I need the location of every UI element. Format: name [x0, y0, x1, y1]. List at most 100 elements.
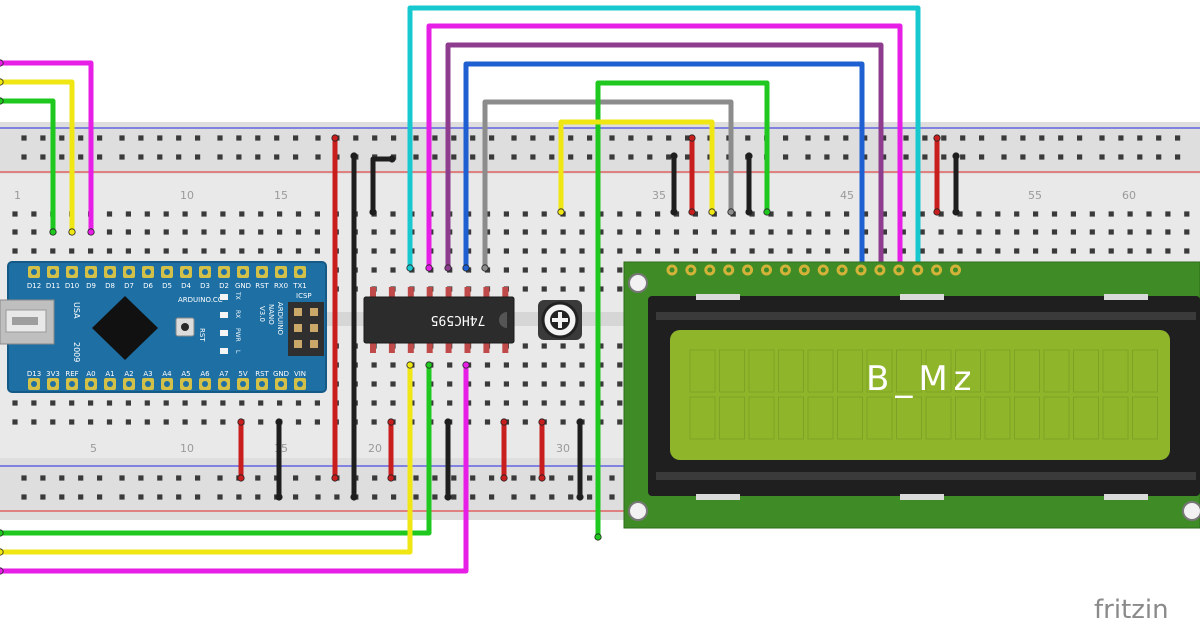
pin-label: D13	[27, 370, 41, 378]
breadboard-hole	[541, 267, 547, 273]
breadboard-hole	[451, 135, 457, 141]
breadboard-hole	[59, 135, 65, 141]
breadboard-hole	[862, 248, 869, 254]
potentiometer[interactable]	[538, 300, 582, 340]
arduino-nano[interactable]: D12 D11 D10 D9 D8 D7 D6 D5 D4 D3 D2 GND …	[0, 261, 327, 393]
lcd-16x2-module[interactable]: B_Mz	[623, 261, 1200, 529]
wire-end	[688, 134, 696, 142]
wire-end	[331, 134, 339, 142]
breadboard-hole	[647, 135, 653, 141]
breadboard-hole	[730, 229, 736, 235]
lcd-display-text: B_Mz	[866, 359, 978, 399]
lcd-header-hole	[726, 267, 732, 273]
wire-end	[388, 155, 396, 163]
breadboard-hole	[617, 267, 623, 273]
model-line: NANO	[267, 304, 275, 325]
arduino-pin-hole	[297, 381, 303, 387]
breadboard-hole	[666, 135, 672, 141]
breadboard-hole	[541, 343, 547, 349]
wire-end	[425, 264, 433, 272]
lcd-header-hole	[764, 267, 769, 273]
bezel-clip	[696, 494, 740, 500]
wire-end	[576, 418, 584, 426]
breadboard-hole	[919, 229, 925, 235]
breadboard-hole	[511, 135, 517, 141]
breadboard-hole	[598, 286, 604, 292]
breadboard-hole	[391, 135, 397, 141]
breadboard-hole	[21, 135, 27, 141]
breadboard-hole	[119, 154, 125, 160]
lcd-header-hole	[688, 267, 694, 273]
breadboard-hole	[157, 154, 163, 160]
mount-hole	[1182, 501, 1200, 521]
pin-label: D12	[27, 282, 41, 290]
arduino-pin-hole	[88, 269, 94, 275]
breadboard-hole	[806, 248, 812, 254]
pot-slot	[552, 318, 568, 322]
arduino-pin-hole	[240, 269, 246, 275]
lcd-cell	[719, 396, 745, 440]
breadboard-hole	[451, 494, 457, 500]
breadboard-hole	[274, 154, 280, 160]
pin-label: A2	[124, 370, 133, 378]
breadboard-hole	[239, 248, 245, 254]
led-label: RX	[234, 310, 241, 318]
shift-register-74hc595[interactable]: 74HC595	[363, 287, 515, 353]
breadboard-hole	[239, 229, 245, 235]
bezel-inner-line	[656, 312, 1196, 320]
lcd-header-hole	[820, 267, 826, 273]
chip-pin	[370, 287, 376, 299]
lcd-header-hole	[934, 267, 940, 273]
breadboard-hole	[522, 343, 528, 349]
icsp-label: ICSP	[296, 292, 312, 300]
breadboard-hole	[31, 229, 37, 235]
wire-end	[275, 493, 283, 501]
breadboard-hole	[125, 229, 131, 235]
breadboard-hole	[1127, 248, 1133, 254]
breadboard-hole	[1033, 211, 1039, 217]
breadboard-hole	[522, 419, 528, 425]
pin-label: A1	[105, 370, 114, 378]
breadboard-hole	[255, 135, 261, 141]
wire-end	[331, 474, 339, 482]
breadboard-hole	[125, 248, 131, 254]
breadboard-hole	[236, 154, 242, 160]
rst-label: RST	[198, 328, 206, 342]
breadboard-hole	[617, 419, 623, 425]
breadboard-hole	[976, 229, 982, 235]
breadboard-hole	[1058, 135, 1064, 141]
icsp-header	[288, 302, 324, 356]
breadboard-hole	[609, 494, 615, 500]
breadboard-hole	[314, 211, 320, 217]
breadboard-hole	[157, 494, 163, 500]
year-label: 2009	[72, 342, 81, 362]
breadboard-hole	[522, 381, 528, 387]
breadboard-hole	[176, 135, 182, 141]
breadboard-hole	[995, 229, 1001, 235]
lcd-cell	[689, 349, 716, 393]
breadboard-hole	[549, 494, 555, 500]
breadboard-hole	[220, 211, 226, 217]
breadboard-hole	[617, 343, 623, 349]
lcd-character-cells	[689, 349, 1158, 440]
breadboard-hole	[598, 419, 604, 425]
breadboard-hole	[1089, 229, 1095, 235]
breadboard-hole	[979, 135, 985, 141]
breadboard-hole	[976, 211, 982, 217]
lcd-cell	[1043, 396, 1070, 440]
arduino-bottom-pin-labels: D13 3V3 REF A0 A1 A2 A3 A4 A5 A6 A7 5V R…	[27, 370, 306, 378]
breadboard-hole	[511, 494, 517, 500]
breadboard-hole	[466, 211, 472, 217]
breadboard-hole	[97, 475, 103, 481]
breadboard-hole	[258, 229, 264, 235]
wire-end	[237, 474, 245, 482]
chip-pin	[407, 341, 414, 353]
breadboard-hole	[119, 135, 125, 141]
breadboard-hole	[541, 362, 547, 368]
arduino-pin-hole	[278, 381, 284, 387]
breadboard-hole	[862, 229, 869, 235]
wire-green-top	[595, 80, 770, 540]
breadboard-hole	[371, 400, 377, 406]
breadboard-hole	[617, 211, 623, 217]
breadboard-hole	[598, 343, 604, 349]
